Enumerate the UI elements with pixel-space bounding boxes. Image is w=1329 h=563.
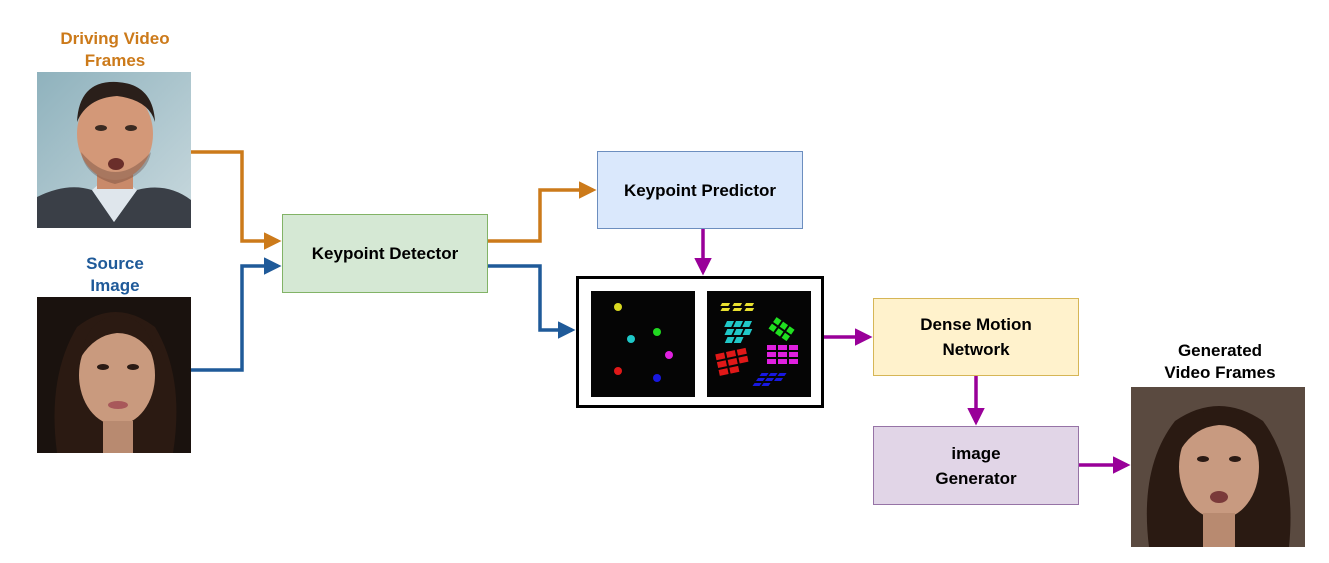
keypoint-detector-label: Keypoint Detector	[311, 244, 459, 263]
source-image	[37, 297, 191, 453]
detector-to-visualization-arrow	[488, 264, 576, 339]
image-generator-box: image Generator	[873, 426, 1079, 505]
keypoint-grids-panel	[707, 291, 811, 397]
keypoint-dots-panel	[591, 291, 695, 397]
driving-to-detector-arrow	[191, 150, 282, 250]
image-generator-label: image Generator	[935, 443, 1017, 488]
driving-frames-label: Driving Video Frames	[60, 29, 170, 70]
generated-frames-label: Generated Video Frames	[1164, 341, 1276, 382]
keypoint-predictor-box: Keypoint Predictor	[597, 151, 803, 229]
keypoint-detector-box: Keypoint Detector	[282, 214, 488, 293]
source-to-detector-arrow	[191, 257, 282, 372]
driving-frame-image	[37, 72, 191, 228]
keypoint-visualization-frame	[576, 276, 824, 408]
source-image-label: Source Image	[86, 254, 144, 295]
generated-frame-image	[1131, 387, 1305, 547]
detector-to-predictor-arrow	[488, 181, 597, 243]
dense-motion-network-box: Dense Motion Network	[873, 298, 1079, 376]
dense-motion-network-label: Dense Motion Network	[920, 315, 1032, 359]
keypoint-predictor-label: Keypoint Predictor	[623, 180, 777, 200]
